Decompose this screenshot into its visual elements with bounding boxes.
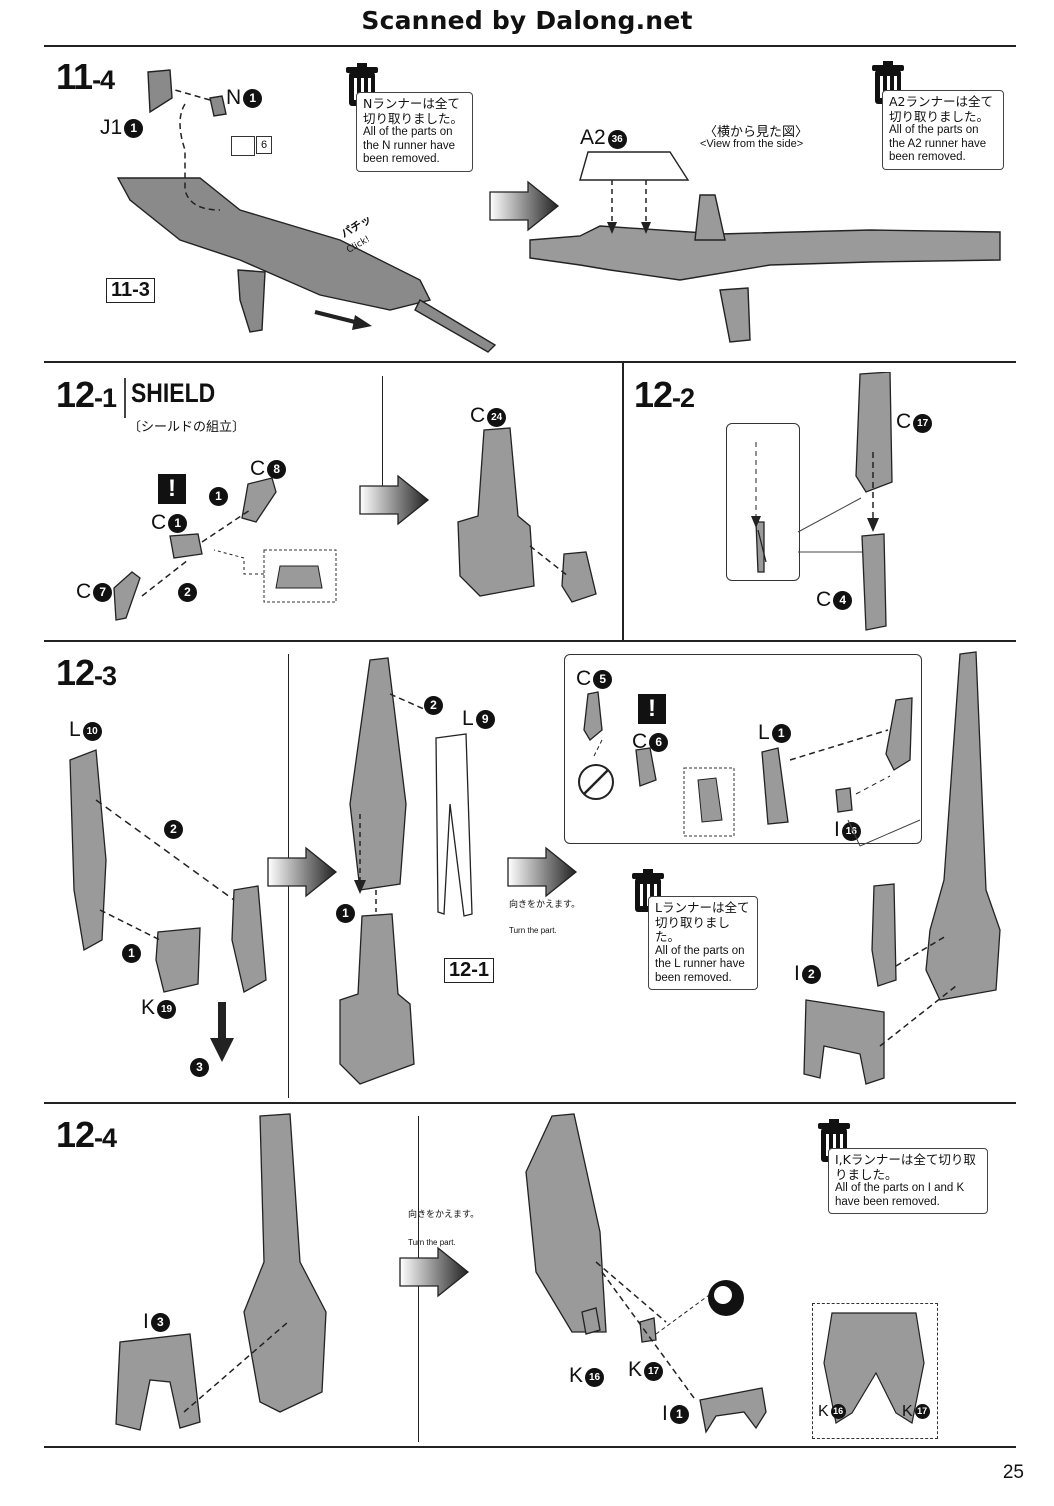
column-divider (622, 362, 624, 640)
turn-part-jp: 向きをかえます。 (408, 1210, 480, 1220)
substep-divider (382, 376, 384, 508)
shield-grip-parts-illustration (113, 477, 337, 621)
section-divider (44, 361, 1016, 363)
title-separator (124, 378, 126, 418)
note-ref-6: 6 (256, 136, 272, 154)
note-ik-runner: I,Kランナーは全て切り取りました。 All of the parts on I… (828, 1148, 988, 1214)
shield-back-illustration (525, 1113, 767, 1434)
shield-rail-illustration (751, 372, 893, 631)
step-12-3-heading: 12-3 (56, 652, 117, 693)
detail-inset-illustration (823, 1312, 925, 1424)
ref-box-11-3: 11-3 (106, 278, 155, 303)
flow-arrow-icon (507, 846, 578, 898)
cut-mark-icon (231, 136, 255, 156)
step-marker-1: 1 (122, 944, 141, 963)
detail-callout-large (564, 654, 922, 844)
shield-rail-assembly-illustration (339, 657, 473, 1085)
turn-part-en: Turn the part. (509, 926, 557, 935)
step-11-4-heading: 11-4 (56, 56, 115, 97)
detail-inset (812, 1303, 938, 1439)
note-a2-runner: A2ランナーは全て切り取りました。 All of the parts on th… (882, 90, 1004, 170)
shield-full-assembly-illustration (803, 651, 1001, 1085)
page-number: 25 (1002, 1462, 1024, 1483)
note-l-runner: Lランナーは全て切り取りました。 All of the parts on the… (648, 896, 758, 990)
section-divider (44, 640, 1016, 642)
step-12-2-heading: 12-2 (634, 374, 695, 415)
flow-arrow-icon (359, 474, 430, 526)
bottom-rule (44, 1446, 1016, 1448)
step-marker-2: 2 (424, 696, 443, 715)
zoom-detail-icon (708, 1280, 744, 1316)
flow-arrow-icon (399, 1246, 470, 1298)
flow-arrow-icon (489, 180, 560, 232)
step-12-4-heading: 12-4 (56, 1114, 117, 1155)
turn-part-en: Turn the part. (408, 1238, 456, 1247)
top-rule (44, 45, 1016, 47)
step-marker-1: 1 (209, 487, 228, 506)
rifle-side-view-illustration (529, 151, 1001, 343)
turn-part-jp: 向きをかえます。 (509, 900, 581, 910)
hinge-detail-illustration (578, 691, 913, 837)
side-view-jp: 〈横から見た図〉 (704, 125, 809, 140)
scan-header: Scanned by Dalong.net (361, 6, 693, 35)
caution-icon: ! (158, 474, 186, 504)
step-marker-2: 2 (164, 820, 183, 839)
detail-callout (726, 423, 800, 581)
shield-cover-illustration (115, 1113, 327, 1431)
step-12-1-heading: 12-1 (56, 374, 117, 415)
rifle-assembly-illustration (116, 69, 497, 353)
shield-base-illustration (457, 427, 597, 603)
side-view-en: <View from the side> (700, 138, 804, 150)
ref-box-12-1: 12-1 (444, 958, 495, 983)
note-n-runner: Nランナーは全て切り取りました。 All of the parts on the… (356, 92, 473, 172)
shield-title: SHIELD (131, 378, 216, 408)
shield-subtitle: 〔シールドの組立〕 (128, 420, 246, 435)
shield-body-parts-illustration (69, 749, 267, 1062)
flow-arrow-icon (267, 846, 338, 898)
step-marker-3: 3 (190, 1058, 209, 1077)
section-divider (44, 1102, 1016, 1104)
step-marker-1: 1 (336, 904, 355, 923)
caution-icon: ! (638, 694, 666, 724)
step-marker-2: 2 (178, 583, 197, 602)
